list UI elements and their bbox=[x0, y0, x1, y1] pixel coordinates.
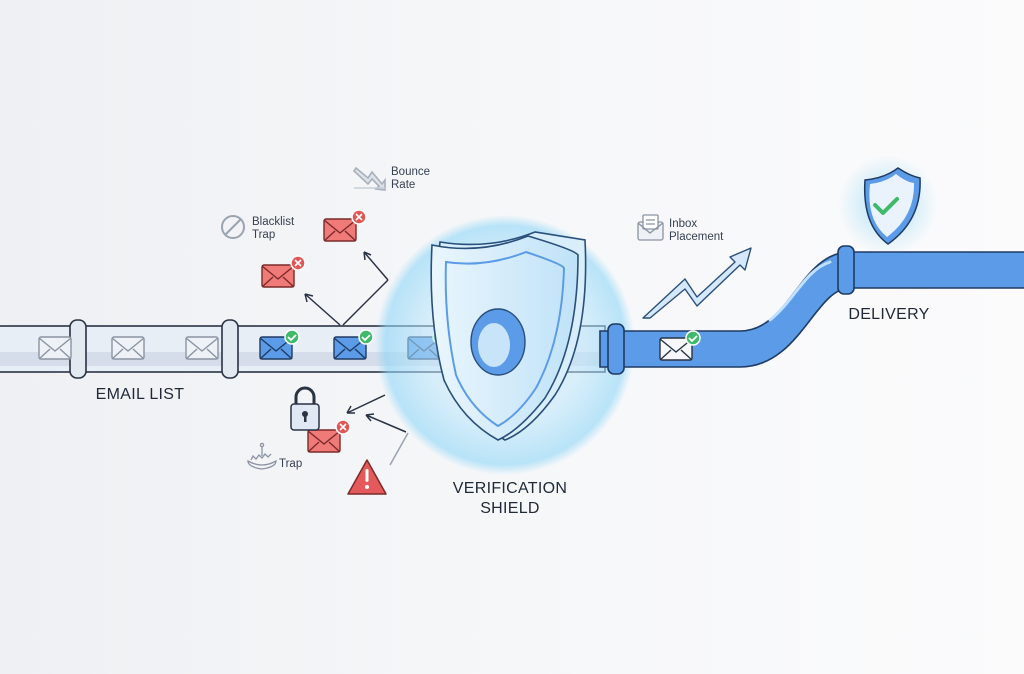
bounce-rate-label: Rate bbox=[391, 179, 415, 191]
envelope-icon bbox=[185, 336, 219, 360]
inbox-placement-label: Inbox bbox=[669, 218, 697, 230]
envelope-icon bbox=[38, 336, 72, 360]
delivery-pipe bbox=[599, 245, 1024, 375]
blacklist-trap-label: Blacklist bbox=[252, 216, 295, 228]
x-badge-icon bbox=[290, 209, 367, 435]
verification-shield-icon bbox=[430, 231, 587, 441]
envelope-icon bbox=[111, 336, 145, 360]
check-badge-icon bbox=[685, 330, 701, 346]
trend-up-icon bbox=[642, 247, 752, 319]
rejected-envelope-icon bbox=[307, 429, 341, 453]
rejected-envelope-icon bbox=[261, 264, 295, 288]
warning-icon bbox=[347, 459, 387, 495]
bounce-rate-label: Bounce bbox=[391, 166, 430, 178]
verification-shield-label: SHIELD bbox=[480, 500, 540, 517]
rejection-arrows bbox=[304, 251, 409, 466]
trap-label: Trap bbox=[279, 458, 302, 470]
blocked-icon bbox=[221, 215, 245, 239]
lock-icon bbox=[290, 386, 320, 431]
trend-down-icon bbox=[352, 166, 386, 191]
delivery-shield-icon bbox=[863, 167, 921, 245]
blacklist-trap-label: Trap bbox=[252, 229, 275, 241]
verification-shield-label: VERIFICATION bbox=[453, 480, 567, 497]
trap-icon bbox=[247, 442, 277, 470]
delivery-label: DELIVERY bbox=[848, 306, 929, 323]
inbox-icon bbox=[637, 214, 664, 241]
email-list-label: EMAIL LIST bbox=[96, 386, 185, 403]
inbox-placement-label: Placement bbox=[669, 231, 724, 243]
rejected-envelope-icon bbox=[323, 218, 357, 242]
